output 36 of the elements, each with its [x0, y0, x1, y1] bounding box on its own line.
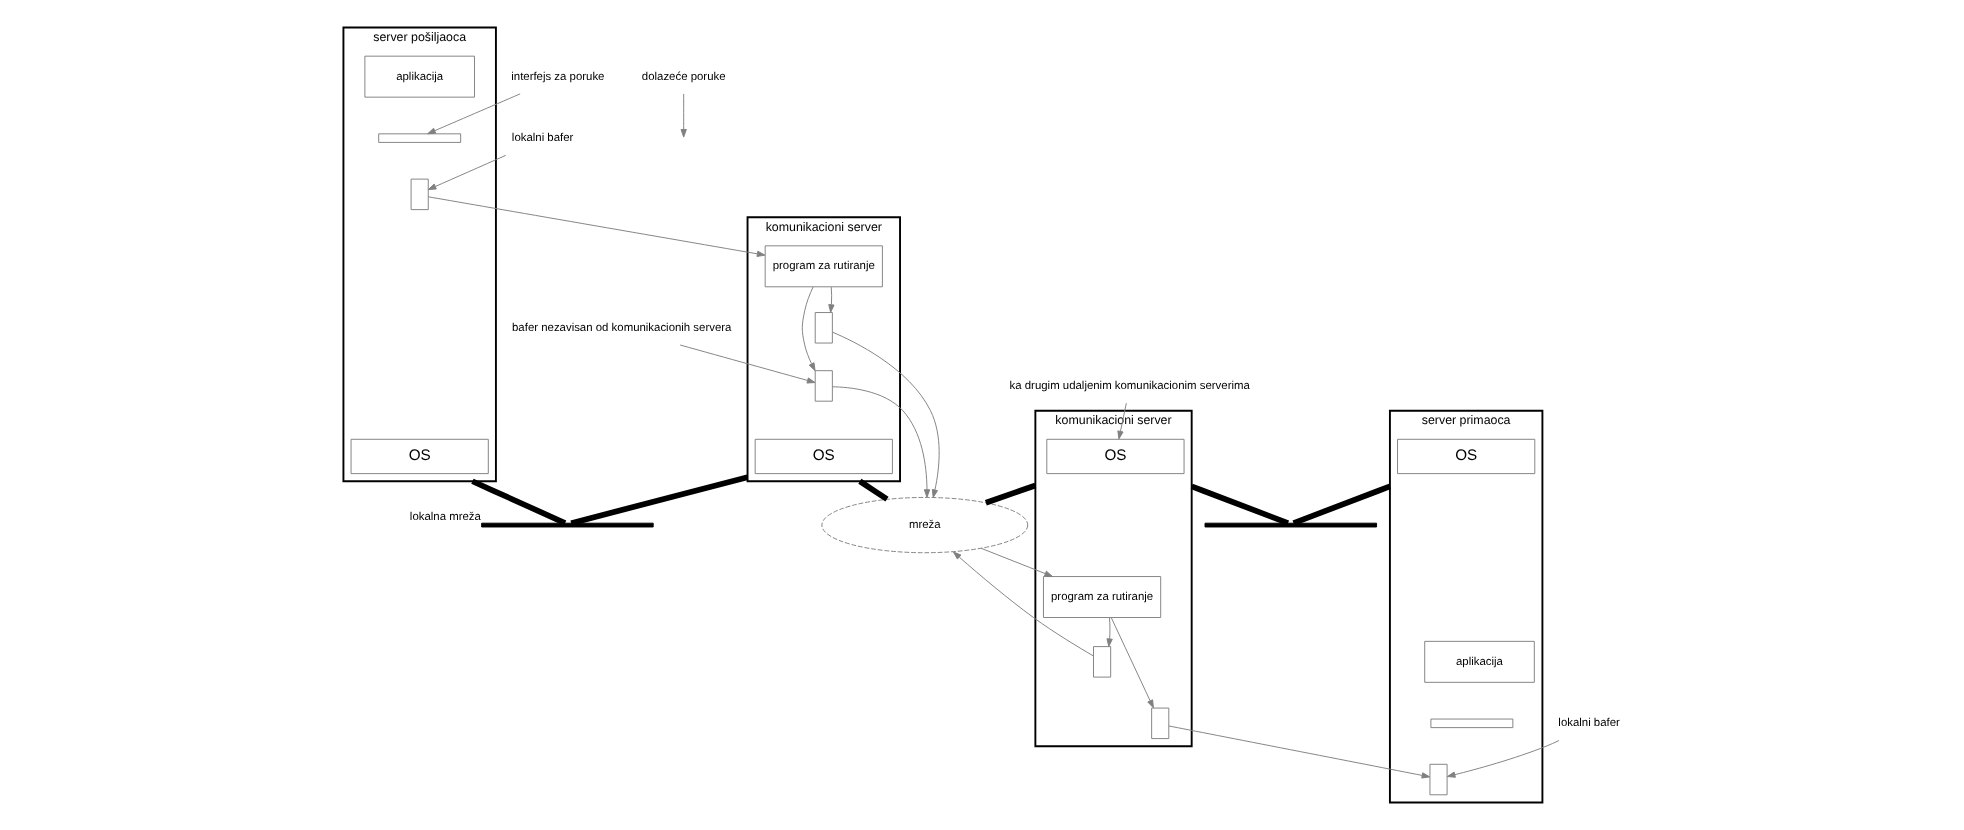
arrow: [428, 196, 766, 257]
arrow: [828, 286, 835, 313]
arrow: [831, 386, 931, 498]
arrow: [679, 344, 816, 384]
node-bar: [1430, 718, 1514, 729]
arrow: [427, 93, 521, 135]
arrow: [1110, 617, 1154, 709]
node-box: OS: [1397, 438, 1536, 475]
node-bar: [1204, 522, 1378, 528]
node-box: OS: [350, 438, 489, 475]
arrow: [1117, 402, 1127, 440]
arrow: [832, 331, 940, 498]
connector: [1292, 483, 1391, 526]
node-box: [1093, 646, 1112, 678]
connector: [570, 474, 749, 526]
node-box: [814, 312, 833, 344]
connector: [471, 478, 567, 526]
connector: [984, 482, 1037, 506]
node-box: OS: [754, 438, 893, 475]
node-bar: [378, 133, 462, 143]
connector: [858, 478, 889, 502]
node-box: [1151, 707, 1170, 740]
connector: [1190, 483, 1290, 526]
arrow: [953, 551, 1094, 657]
arrow: [980, 547, 1053, 577]
arrow: [1106, 617, 1113, 647]
arrow: [801, 286, 816, 372]
node-box: [1429, 763, 1448, 796]
node-box: [410, 178, 429, 211]
arrow: [1168, 725, 1431, 779]
node-bar: [481, 522, 654, 528]
arrow: [680, 93, 687, 138]
node-box: [814, 370, 833, 402]
arrow: [427, 154, 507, 191]
node-box: OS: [1046, 438, 1185, 475]
arrow: [1446, 740, 1560, 778]
